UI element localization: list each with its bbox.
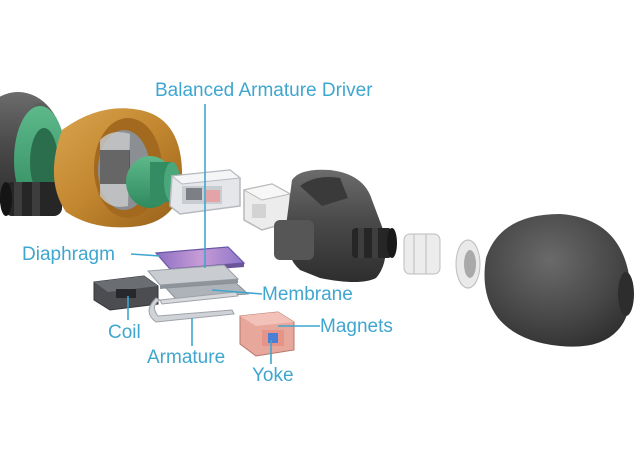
membrane-label: Membrane xyxy=(262,284,353,305)
spacer-cube-part xyxy=(242,183,292,231)
membrane-part xyxy=(146,264,250,300)
armature-label: Armature xyxy=(147,347,226,368)
diaphragm-label: Diaphragm xyxy=(22,244,115,265)
coil-label: Coil xyxy=(108,322,141,343)
filter-parts xyxy=(403,233,481,289)
driver-label: Balanced Armature Driver xyxy=(155,80,373,101)
nozzle-part xyxy=(0,182,62,216)
main-body-part xyxy=(274,169,397,282)
magnets-yoke-part xyxy=(239,311,295,357)
coil-part xyxy=(93,275,159,311)
magnets-label: Magnets xyxy=(320,316,393,337)
armature-part xyxy=(148,291,239,323)
membrane-leader-line xyxy=(211,289,263,295)
ear-tip-part xyxy=(484,214,634,347)
diaphragm-leader-line xyxy=(130,253,161,257)
yoke-label: Yoke xyxy=(252,365,294,386)
